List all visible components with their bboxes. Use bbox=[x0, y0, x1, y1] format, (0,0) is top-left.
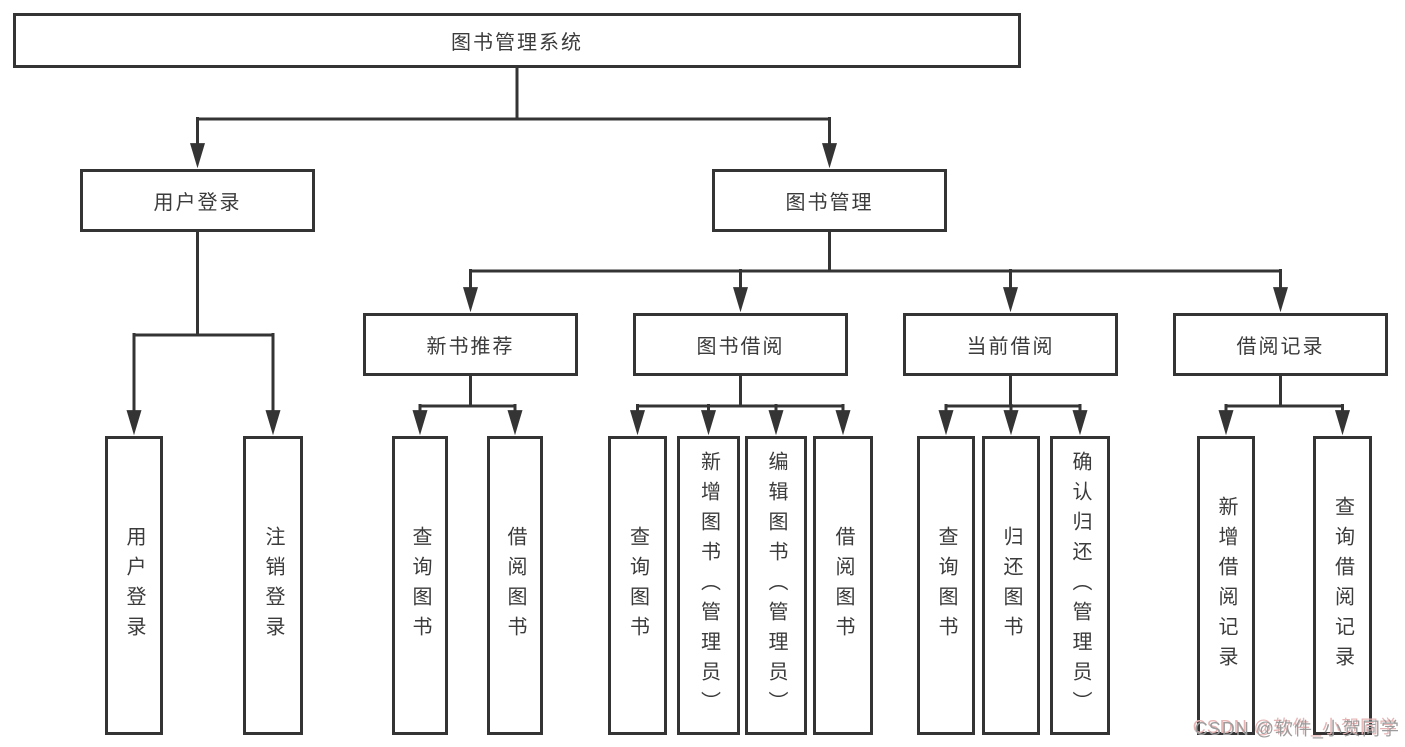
node-leaf-add-borrow-record: 新增借阅记录 bbox=[1197, 436, 1255, 735]
node-label: 归还图书 bbox=[1000, 525, 1022, 646]
node-label: 图书管理 bbox=[785, 192, 874, 214]
node-label: 借阅图书 bbox=[832, 525, 854, 646]
node-label: 查询图书 bbox=[409, 525, 431, 646]
node-label: 用户登录 bbox=[123, 525, 145, 646]
node-borrow-records: 借阅记录 bbox=[1173, 313, 1388, 376]
node-label: 当前借阅 bbox=[966, 336, 1055, 358]
node-library-management-system: 图书管理系统 bbox=[13, 13, 1021, 68]
node-leaf-confirm-return-admin: 确认归还（管理员） bbox=[1050, 436, 1110, 735]
node-label: 确认归还（管理员） bbox=[1069, 450, 1091, 721]
node-label: 新书推荐 bbox=[426, 336, 515, 358]
node-leaf-return-books: 归还图书 bbox=[982, 436, 1040, 735]
node-label: 编辑图书（管理员） bbox=[765, 450, 787, 721]
csdn-watermark: CSDN @软件_小贺同学 bbox=[1194, 719, 1400, 739]
node-leaf-query-books-rec: 查询图书 bbox=[392, 436, 448, 735]
node-leaf-edit-books-admin: 编辑图书（管理员） bbox=[745, 436, 807, 735]
node-label: 借阅记录 bbox=[1236, 336, 1325, 358]
node-label: 查询图书 bbox=[626, 525, 649, 646]
node-leaf-borrow-books: 借阅图书 bbox=[813, 436, 873, 735]
node-label: 新增图书（管理员） bbox=[697, 450, 720, 721]
node-book-management: 图书管理 bbox=[712, 169, 947, 232]
node-label: 图书借阅 bbox=[696, 336, 785, 358]
node-label: 借阅图书 bbox=[504, 525, 526, 646]
node-leaf-query-books-current: 查询图书 bbox=[917, 436, 975, 735]
node-leaf-borrow-books-rec: 借阅图书 bbox=[487, 436, 543, 735]
node-new-book-recommend: 新书推荐 bbox=[363, 313, 578, 376]
node-user-login: 用户登录 bbox=[80, 169, 315, 232]
node-label: 图书管理系统 bbox=[451, 32, 583, 54]
node-current-borrow: 当前借阅 bbox=[903, 313, 1118, 376]
node-leaf-add-books-admin: 新增图书（管理员） bbox=[677, 436, 740, 735]
node-label: 新增借阅记录 bbox=[1215, 495, 1237, 676]
node-book-borrow: 图书借阅 bbox=[633, 313, 848, 376]
node-leaf-query-borrow-record: 查询借阅记录 bbox=[1313, 436, 1372, 735]
node-leaf-logout: 注销登录 bbox=[243, 436, 303, 735]
node-label: 查询借阅记录 bbox=[1331, 495, 1354, 676]
node-label: 用户登录 bbox=[153, 192, 242, 214]
node-label: 注销登录 bbox=[262, 525, 284, 646]
node-leaf-query-books-borrow: 查询图书 bbox=[608, 436, 667, 735]
node-leaf-user-login: 用户登录 bbox=[105, 436, 163, 735]
node-label: 查询图书 bbox=[935, 525, 957, 646]
